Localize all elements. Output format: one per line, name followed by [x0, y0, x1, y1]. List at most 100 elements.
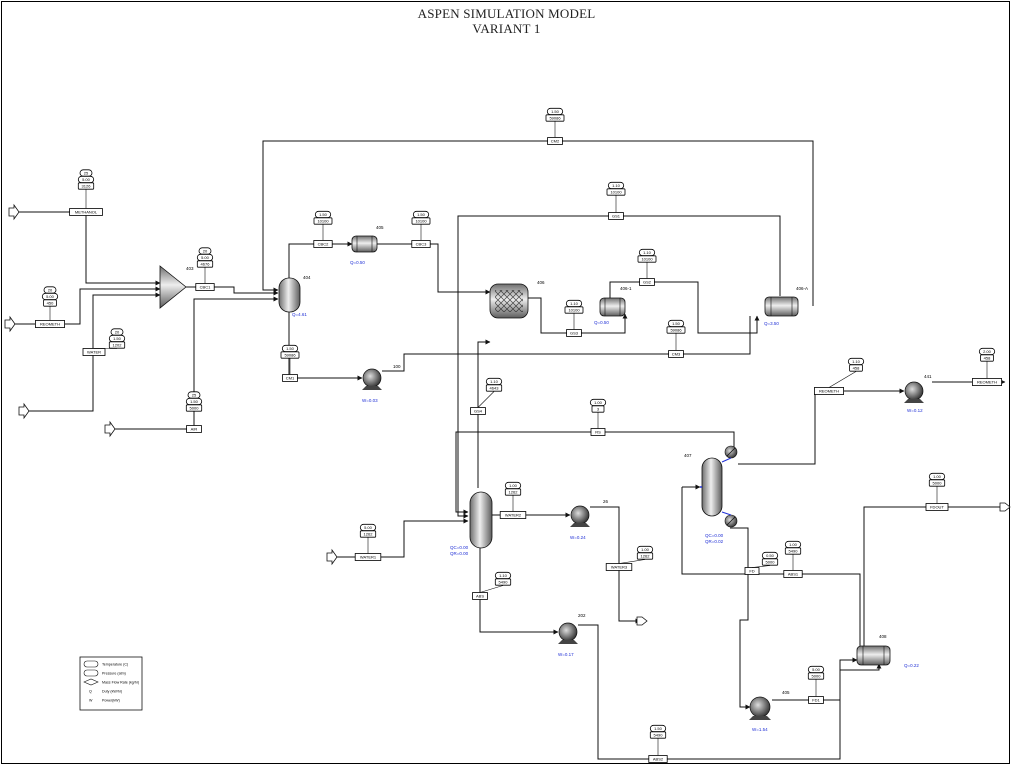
stream-value: 4676 [201, 261, 211, 266]
block-number-b407: 407 [684, 453, 692, 458]
stream-value: 20 [203, 248, 208, 253]
block-number-b403: 403 [186, 266, 194, 271]
fdout-outlet-icon [999, 502, 1011, 512]
reometh-feed-icon [4, 315, 16, 333]
legend-diamond-icon [83, 678, 99, 686]
legend-text: Temperature (C) [102, 663, 128, 667]
stream-value-bubble [494, 578, 512, 586]
stream-label: WATER3 [611, 565, 628, 570]
column-407-icon [700, 445, 738, 528]
stream-value: 1.10 [490, 379, 499, 384]
stream-value: 5000 [933, 480, 943, 485]
stream-value: 458 [853, 365, 860, 370]
stream-value-bubble [761, 558, 779, 566]
stream-value: 5000 [766, 559, 776, 564]
stream-label: GS3 [570, 331, 579, 336]
heat-exchanger-405-icon [351, 235, 378, 253]
stream-value: 20 [48, 287, 53, 292]
air-feed-icon [104, 420, 116, 438]
stream-value: 3 [597, 406, 600, 411]
stream-tag-connector [828, 371, 857, 388]
pump-26-icon [570, 505, 590, 527]
stream-value: 1.50 [654, 726, 663, 731]
stream-value: 1.10 [570, 301, 579, 306]
stream-value: 1.50 [417, 212, 426, 217]
stream-value-bubble [606, 188, 626, 196]
duty-label-d11: QR=0.02 [705, 539, 724, 544]
stream-value: 1.50 [319, 212, 328, 217]
stream-value: 20 [115, 329, 120, 334]
stream-value: 458 [984, 355, 991, 360]
stream-value-bubble [504, 488, 522, 496]
stream-value: 1262 [641, 553, 651, 558]
stream-value: 1.00 [641, 547, 650, 552]
stream-value: 10100 [317, 218, 329, 223]
stream-value: 1.10 [499, 573, 508, 578]
title-line-1: ASPEN SIMULATION MODEL [417, 6, 596, 21]
block-number-b100: 100 [393, 364, 401, 369]
stream-value: 5.00 [46, 294, 55, 299]
diagram-title: ASPEN SIMULATION MODEL VARIANT 1 [0, 6, 1013, 36]
stream-value-bubble [928, 479, 946, 487]
legend-symbol: Q [89, 690, 92, 694]
duty-label-d3: Q=0.50 [594, 320, 609, 325]
stream-value: 450 [47, 300, 54, 305]
block-number-b408: 408 [879, 634, 887, 639]
stream-value: 5000 [190, 405, 200, 410]
legend-oval-icon [83, 660, 99, 668]
stream-value: 1.50 [190, 399, 199, 404]
stream-value: 10100 [568, 307, 580, 312]
stream-value: 1.50 [113, 336, 122, 341]
duty-label-d1: Q=0.50 [350, 260, 365, 265]
stream-label: WATER2 [505, 513, 522, 518]
stream-value: 5490 [654, 732, 664, 737]
stream-value-bubble [185, 404, 203, 412]
stream-label: ABS1 [788, 572, 799, 577]
block-number-b405: 405 [376, 225, 384, 230]
stream-value: 5.00 [364, 525, 373, 530]
legend-oval-icon [83, 669, 99, 677]
stream-label: FD [749, 569, 754, 574]
stream-value-bubble [784, 547, 802, 555]
stream-value: 59086 [670, 327, 682, 332]
pump-405-icon [749, 696, 771, 720]
stream-value: 1.00 [789, 542, 798, 547]
block-number-b202: 202 [578, 613, 586, 618]
block-number-b405b: 405 [782, 690, 790, 695]
stream-label: RS [595, 430, 601, 435]
stream-label: CM3 [672, 352, 681, 357]
legend: Temperature (C)Pressure (atm)Mass Flow R… [79, 656, 143, 711]
title-line-2: VARIANT 1 [472, 21, 541, 36]
stream-value: 0.50 [766, 553, 775, 558]
duty-label-d7: QC=0.00 [450, 545, 469, 550]
stream-value: 1.00 [509, 483, 518, 488]
stream-value-bubble [564, 306, 584, 314]
legend-item: Temperature (C) [83, 660, 128, 668]
duty-label-d14: Q=0.22 [904, 663, 919, 668]
stream-value: 5490 [499, 579, 509, 584]
duty-label-d12: W=0.17 [558, 652, 574, 657]
pump-441-icon [904, 381, 924, 403]
stream-label: AIR [191, 427, 198, 432]
stream-value: 5.00 [82, 177, 91, 182]
methanol-feed-icon [8, 203, 20, 221]
stream-value: 2.00 [983, 349, 992, 354]
stream-value: 1.50 [672, 321, 681, 326]
